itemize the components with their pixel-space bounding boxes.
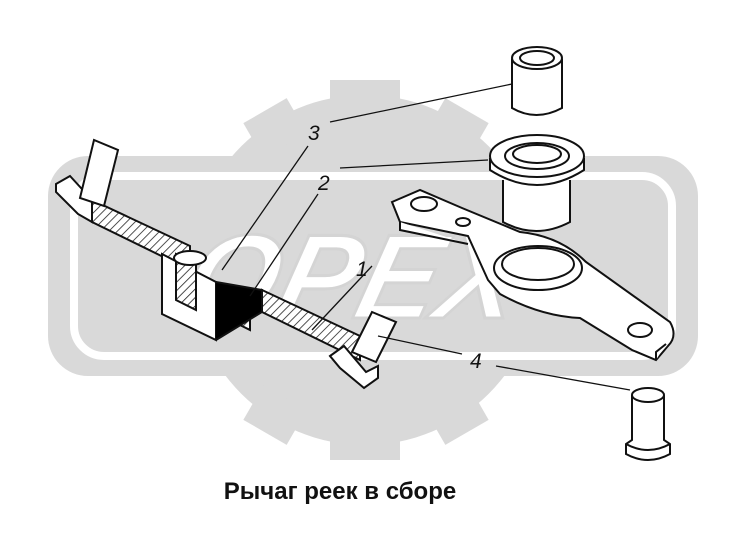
lever-section-icon <box>55 138 398 390</box>
sleeve-icon <box>511 46 563 116</box>
leader-2 <box>339 159 489 169</box>
flanged-bushing-icon <box>489 134 585 232</box>
drawing-title: Рычаг реек в сборе <box>223 478 457 505</box>
leader-4b <box>495 365 631 391</box>
leader-4 <box>377 335 463 355</box>
leader-3b <box>221 145 309 271</box>
leader-3 <box>329 83 513 123</box>
callout-3: 3 <box>308 122 320 145</box>
leader-1 <box>311 265 373 331</box>
pin-icon <box>625 387 671 461</box>
callout-leaders <box>221 83 631 391</box>
lever-arm-icon <box>390 188 675 362</box>
leader-2b <box>249 193 319 297</box>
watermark-logo: OPEX <box>48 80 698 460</box>
callout-1: 1 <box>356 258 368 281</box>
callout-4: 4 <box>470 350 482 373</box>
callout-2: 2 <box>317 172 330 195</box>
